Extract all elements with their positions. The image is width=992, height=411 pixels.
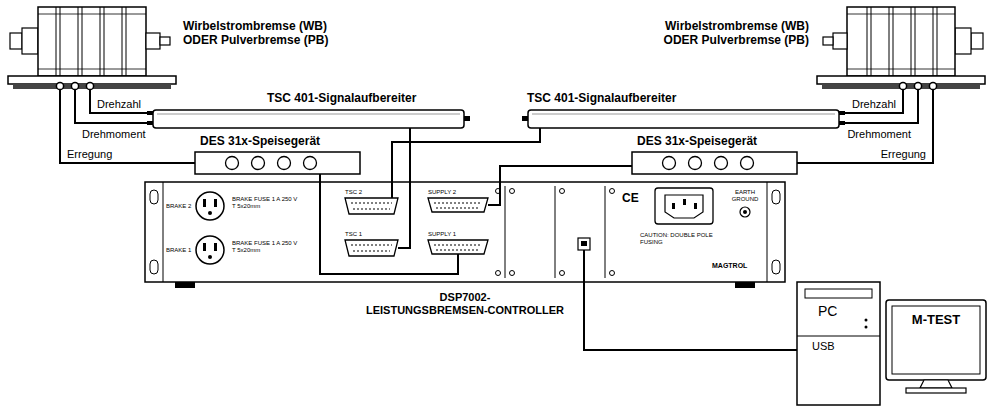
- connector-port: TSC 1: [345, 240, 398, 256]
- port-label: TSC 2: [345, 189, 362, 196]
- text-slot: TSC 401-Signalaufbereiter: [267, 92, 416, 106]
- wire: [797, 96, 933, 163]
- unit-title: DSP7002- LEISTUNGSBREMSEN-CONTROLLER: [265, 291, 665, 316]
- wire: [398, 128, 410, 248]
- signal-label: Erregung: [880, 148, 927, 161]
- text-slot: Wirbelstrombremse (WB) ODER Pulverbremse…: [649, 20, 809, 48]
- pc-tower: PC USB: [797, 282, 880, 405]
- signal-conditioner-drawing: [147, 110, 845, 128]
- panel-label: BRAKE FUSE 1 A 250 V T 5x20mm: [232, 240, 302, 254]
- monitor-drawing: [886, 300, 986, 393]
- text-slot: M-TEST: [886, 313, 986, 328]
- text-slot: CAUTION: DOUBLE POLE FUSING: [640, 232, 720, 246]
- text-slot: TSC 2: [345, 189, 362, 196]
- unit-title: Wirbelstrombremse (WB) ODER Pulverbremse…: [183, 20, 343, 48]
- text-slot: DES 31x-Speisegerät: [637, 135, 757, 149]
- wire: [845, 96, 918, 123]
- text-slot: SUPPLY 2: [428, 189, 456, 196]
- wire: [320, 174, 458, 274]
- panel-label: BRAKE 2: [166, 203, 191, 210]
- panel-label: BRAKE 1: [166, 247, 191, 254]
- brake-drawing: [8, 7, 176, 96]
- port-label: TSC 1: [345, 231, 362, 238]
- signal-label: Drehzahl: [851, 98, 897, 111]
- wire: [488, 166, 632, 205]
- text-slot: EARTH GROUND: [731, 189, 759, 203]
- text-slot: Wirbelstrombremse (WB) ODER Pulverbremse…: [183, 20, 343, 48]
- unit-title: DES 31x-Speisegerät: [637, 135, 757, 149]
- brake-drawing: [817, 7, 985, 96]
- signal-conditioner: TSC 401-Signalaufbereiter: [147, 108, 470, 128]
- signal-label: Erregung: [66, 148, 113, 161]
- panel-label: CAUTION: DOUBLE POLE FUSING: [640, 232, 720, 246]
- text-slot: Drehmoment: [81, 128, 147, 141]
- text-slot: Erregung: [66, 148, 113, 161]
- text-slot: CE: [622, 192, 639, 206]
- connector-port: SUPPLY 2: [428, 198, 488, 212]
- unit-title: DES 31x-Speisegerät: [200, 135, 320, 149]
- port-label: SUPPLY 2: [428, 189, 456, 196]
- text-slot: SUPPLY 1: [428, 231, 456, 238]
- connector-port: SUPPLY 1: [428, 240, 488, 254]
- panel-label: EARTH GROUND: [731, 189, 759, 203]
- text-slot: TSC 1: [345, 231, 362, 238]
- text-slot: Erregung: [880, 148, 927, 161]
- text-slot: BRAKE FUSE 1 A 250 V T 5x20mm: [232, 196, 302, 210]
- signal-label: Drehzahl: [96, 98, 142, 111]
- text-slot: Drehzahl: [851, 98, 897, 111]
- signal-conditioner: TSC 401-Signalaufbereiter: [522, 108, 845, 128]
- unit-title: TSC 401-Signalaufbereiter: [267, 92, 416, 106]
- brake-unit: Wirbelstrombremse (WB) ODER Pulverbremse…: [8, 6, 176, 96]
- text-slot: BRAKE 1: [166, 247, 191, 254]
- wire: [75, 96, 147, 123]
- wire: [392, 128, 540, 198]
- panel-label: BRAKE FUSE 1 A 250 V T 5x20mm: [232, 196, 302, 210]
- text-slot: BRAKE FUSE 1 A 250 V T 5x20mm: [232, 240, 302, 254]
- brand-label: MAGTROL: [712, 262, 747, 270]
- port-label: SUPPLY 1: [428, 231, 456, 238]
- wire: [845, 96, 903, 113]
- text-slot: Drehmoment: [846, 128, 912, 141]
- text-slot: DSP7002- LEISTUNGSBREMSEN-CONTROLLER: [265, 291, 665, 316]
- wire: [90, 96, 147, 113]
- device-label: PC: [818, 303, 837, 319]
- text-slot: BRAKE 2: [166, 203, 191, 210]
- brake-unit: Wirbelstrombremse (WB) ODER Pulverbremse…: [817, 6, 985, 96]
- controller-panel-drawing: [145, 182, 785, 288]
- power-supply: DES 31x-Speisegerät: [632, 152, 797, 174]
- signal-label: Drehmoment: [81, 128, 147, 141]
- unit-title: Wirbelstrombremse (WB) ODER Pulverbremse…: [649, 20, 809, 48]
- text-slot: Drehzahl: [96, 98, 142, 111]
- unit-title: TSC 401-Signalaufbereiter: [527, 92, 676, 106]
- wire: [60, 96, 195, 163]
- software-label: M-TEST: [886, 313, 986, 328]
- connector-port: TSC 2: [345, 198, 398, 214]
- pc-drawing: [797, 282, 880, 405]
- wire: [584, 282, 797, 350]
- text-slot: USB: [812, 340, 835, 353]
- monitor: M-TEST: [886, 300, 990, 380]
- supply-drawing: [195, 152, 797, 174]
- text-slot: PC: [818, 303, 837, 319]
- text-slot: DES 31x-Speisegerät: [200, 135, 320, 149]
- ce-mark: CE: [622, 192, 639, 206]
- text-slot: MAGTROL: [712, 262, 747, 270]
- signal-label: Drehmoment: [846, 128, 912, 141]
- power-supply: DES 31x-Speisegerät: [195, 152, 360, 174]
- port-label: USB: [812, 340, 835, 353]
- text-slot: TSC 401-Signalaufbereiter: [527, 92, 676, 106]
